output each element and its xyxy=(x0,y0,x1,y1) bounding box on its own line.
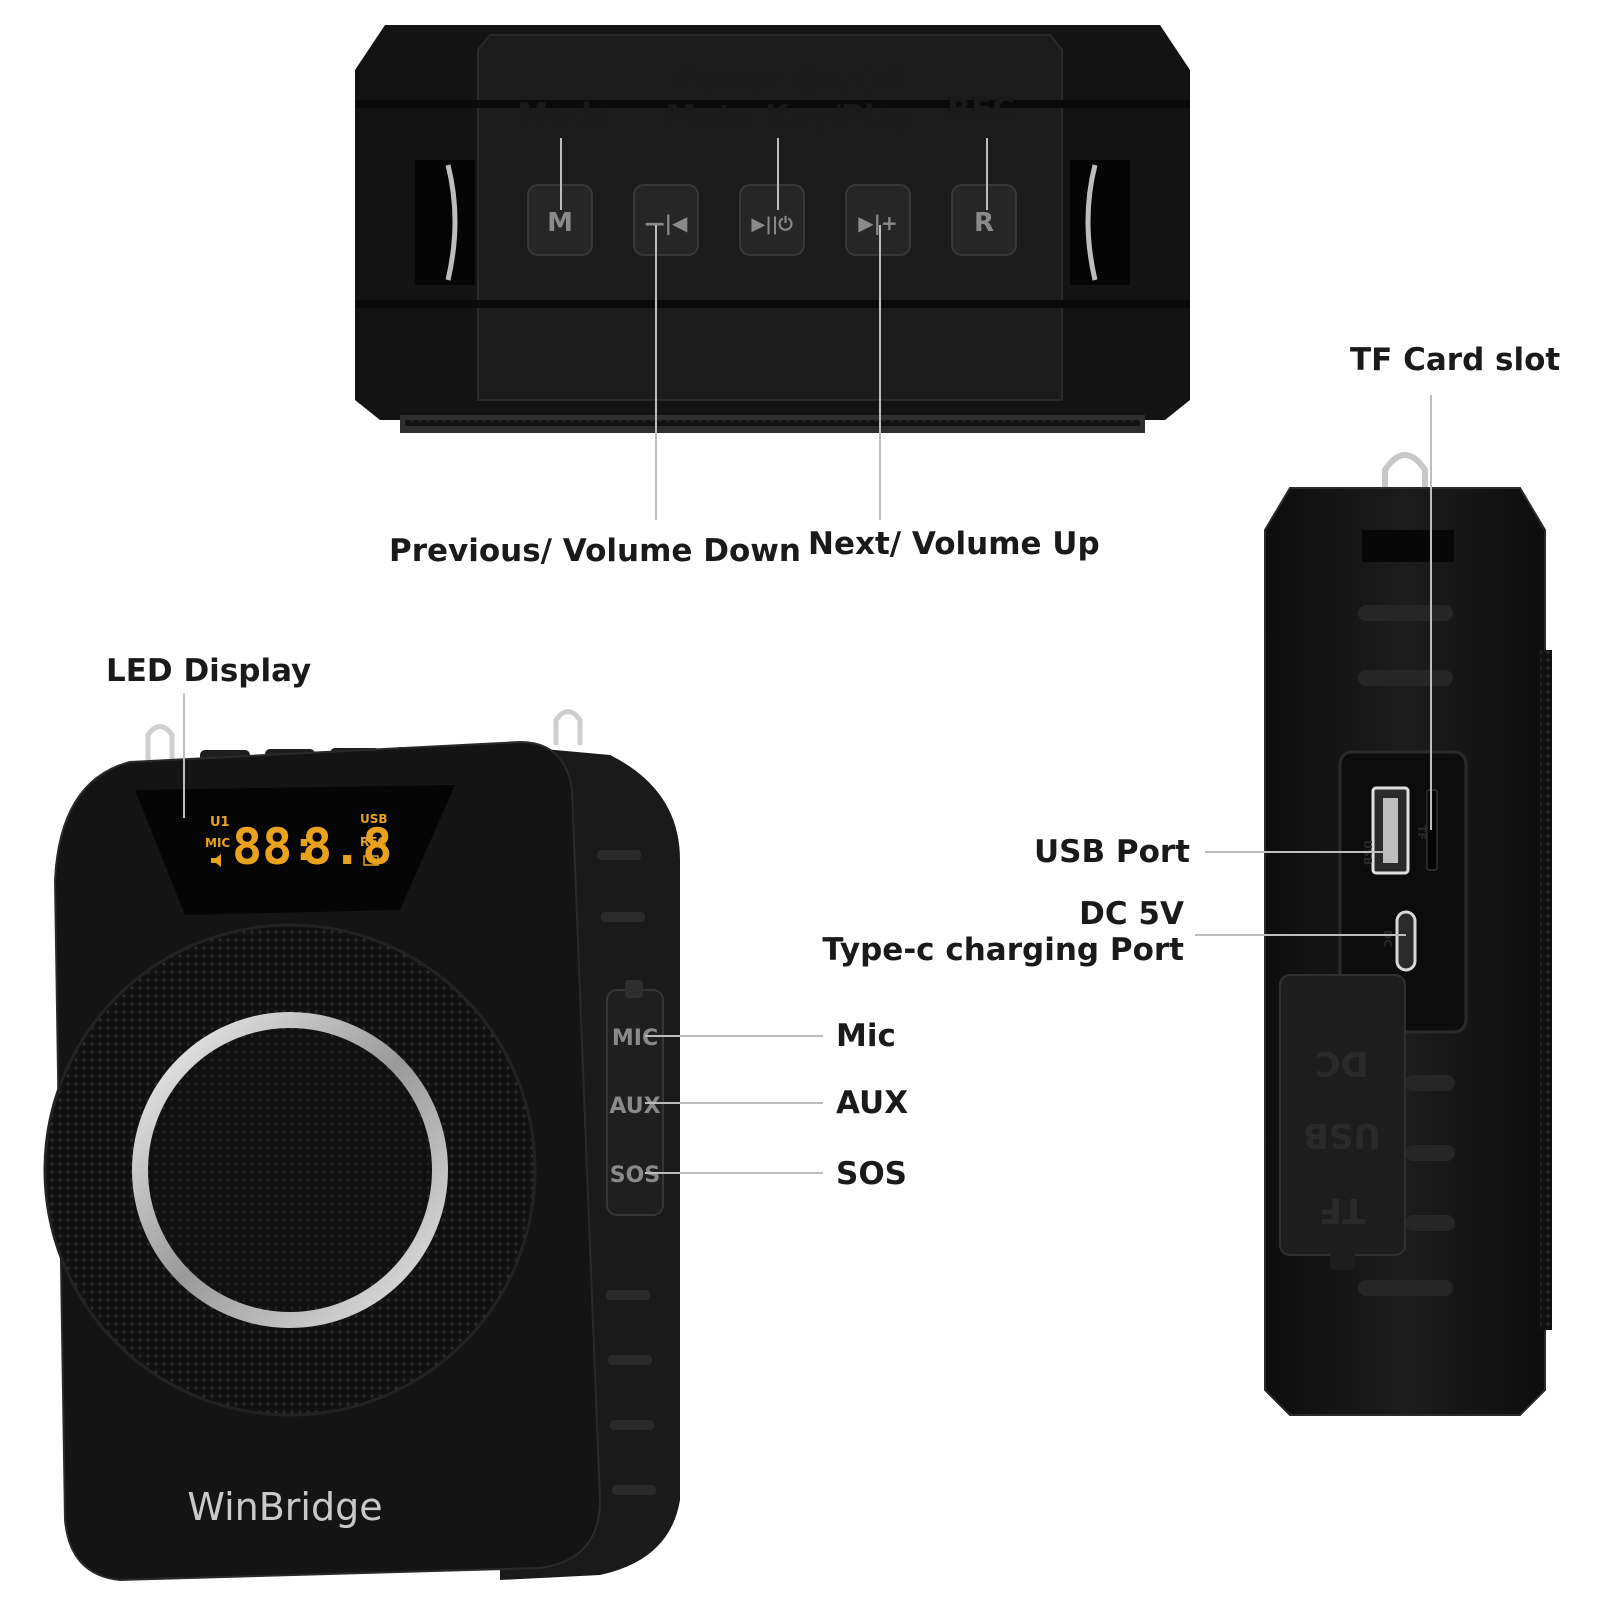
brand-logo: WinBridge xyxy=(187,1485,382,1529)
speaker-ring xyxy=(132,1012,448,1328)
hook-icon xyxy=(553,709,583,745)
port-label-tf: TF xyxy=(1415,825,1428,840)
label-sos: SOS xyxy=(836,1156,908,1192)
lcd-u1: U1 xyxy=(210,815,230,830)
lcd-digits-left: 88 xyxy=(232,818,292,876)
jack-label-mic: MIC xyxy=(612,1026,658,1051)
lcd-rec: REC xyxy=(360,835,386,849)
top-view: M —|◀ ▶||⏻ ▶|+ R xyxy=(355,25,1190,433)
mute-icon xyxy=(211,854,221,867)
lcd-usb: USB xyxy=(360,812,388,826)
side-view: USB TF DC DC USB TF xyxy=(1264,452,1552,1416)
clip-icon xyxy=(1382,452,1428,540)
button-glyph: —|◀ xyxy=(645,211,688,235)
label-power-line2: Mute Key/Play xyxy=(665,99,915,135)
label-tf-card-slot: TF Card slot xyxy=(1350,342,1561,378)
jack-label-aux: AUX xyxy=(609,1094,660,1119)
label-led-display: LED Display xyxy=(106,653,312,689)
lcd-mic: MIC xyxy=(205,836,230,850)
label-previous-volume-down: Previous/ Volume Down xyxy=(389,533,801,569)
front-view: U1 MIC 88 : 8.8 USB REC WinBridge MIC AU… xyxy=(43,709,680,1582)
jack-label-sos: SOS xyxy=(610,1163,660,1188)
port-label-dc: DC xyxy=(1381,930,1394,947)
led-display xyxy=(135,785,455,915)
button-glyph: M xyxy=(547,208,573,238)
rec-button xyxy=(951,184,1017,256)
type-c-port xyxy=(1395,910,1417,972)
power-button xyxy=(739,184,805,256)
leader-lines xyxy=(183,138,1432,1174)
hook-icon xyxy=(145,724,175,760)
cover-text-tf: TF xyxy=(1319,1190,1365,1230)
label-rec: REC xyxy=(947,92,1015,128)
top-buttons: M —|◀ ▶||⏻ ▶|+ R xyxy=(527,184,1017,256)
label-mic: Mic xyxy=(836,1018,896,1054)
label-usb-port: USB Port xyxy=(1033,834,1190,870)
button-glyph: ▶|+ xyxy=(858,211,897,235)
label-mode: Mode xyxy=(517,97,613,133)
label-next-volume-up: Next/ Volume Up xyxy=(808,526,1100,562)
label-dc-5v: DC 5V xyxy=(1079,896,1184,932)
label-power-line1: Power On/Off xyxy=(674,63,906,99)
previous-button xyxy=(633,184,699,256)
speaker-grille xyxy=(43,923,537,1417)
label-type-c-charging-port: Type-c charging Port xyxy=(822,932,1184,968)
label-aux: AUX xyxy=(836,1085,909,1121)
lcd-colon: : xyxy=(292,824,316,870)
cover-text-usb: USB xyxy=(1303,1115,1381,1155)
cover-text-dc: DC xyxy=(1315,1043,1368,1083)
next-button xyxy=(845,184,911,256)
button-glyph: R xyxy=(974,208,994,238)
battery-icon xyxy=(363,855,379,866)
lcd-digits-right: 8.8 xyxy=(302,818,392,876)
button-glyph: ▶||⏻ xyxy=(751,214,793,235)
